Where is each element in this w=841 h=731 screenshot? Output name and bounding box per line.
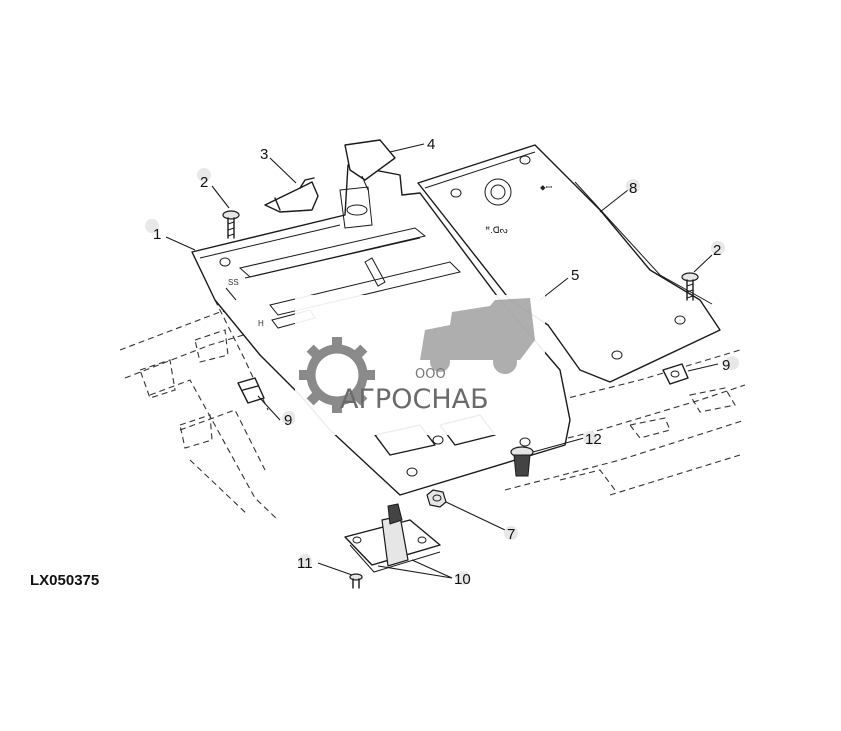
harvester-logo-icon [420, 298, 535, 374]
screw-part-11 [349, 573, 363, 589]
callout-11: 11 [297, 555, 313, 572]
clip-left [237, 377, 265, 404]
floor-plate-right: ꟸ.ᗡᔓ ⬥ꟷ [417, 144, 721, 383]
callout-4: 4 [427, 136, 435, 153]
watermark: ООО АГРОСНАБ [295, 295, 545, 435]
callout-1: 1 [153, 226, 161, 243]
bracket-part-3 [264, 177, 319, 213]
callout-5: 5 [571, 267, 579, 284]
bolt-right [681, 272, 699, 301]
svg-text:ꟸ.ᗡᔓ: ꟸ.ᗡᔓ [485, 225, 508, 235]
watermark-company-name: АГРОСНАБ [340, 384, 489, 415]
callout-9-right: 9 [722, 357, 730, 374]
callout-2-left: 2 [200, 174, 208, 191]
callout-10: 10 [454, 571, 471, 588]
callout-12: 12 [585, 431, 602, 448]
figure-code: LX050375 [30, 572, 99, 589]
nut-part-7 [426, 489, 447, 508]
cover-part-4 [344, 139, 396, 191]
svg-text:H: H [258, 319, 264, 328]
callout-dots [145, 168, 739, 585]
callout-labels: 1 2 3 4 8 2 5 9 9 12 7 11 10 [153, 136, 730, 588]
watermark-prefix: ООО [415, 367, 446, 382]
grommet-part-12 [510, 446, 534, 477]
callout-8: 8 [629, 180, 637, 197]
leader-lines [165, 143, 719, 579]
svg-text:⬥ꟷ: ⬥ꟷ [540, 183, 553, 192]
bolt-left [222, 210, 240, 239]
mount-part-10 [344, 503, 441, 573]
callout-9-left: 9 [284, 412, 292, 429]
svg-text:SS: SS [228, 278, 239, 287]
callout-2-right: 2 [713, 242, 721, 259]
callout-3: 3 [260, 146, 268, 163]
clip-right [662, 363, 689, 385]
callout-7: 7 [507, 526, 515, 543]
